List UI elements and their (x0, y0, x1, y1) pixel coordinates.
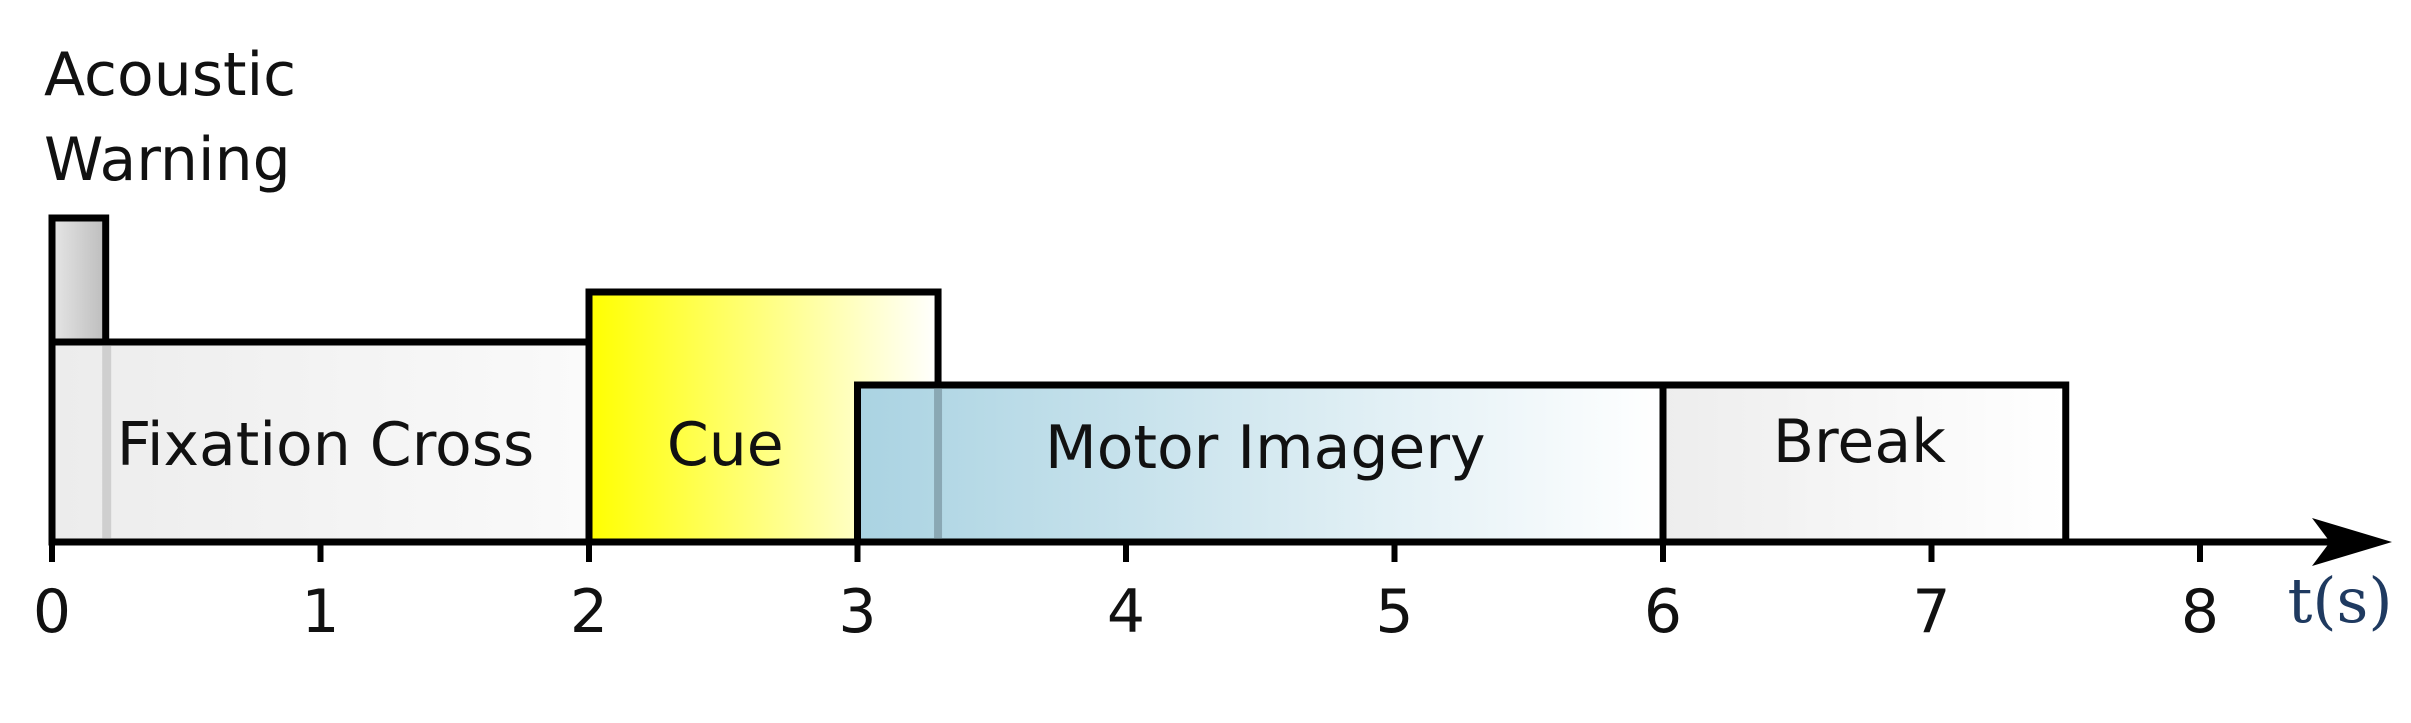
acoustic-warning-marker (48, 214, 110, 346)
break-label: Break (1773, 407, 1946, 477)
fixation-cross-label: Fixation Cross (117, 410, 535, 480)
time-axis-arrowhead (2312, 518, 2392, 566)
fixation-cross-segment (48, 338, 593, 546)
tick-label: 4 (1107, 577, 1145, 647)
tick-label: 0 (33, 577, 71, 647)
motor-imagery-label: Motor Imagery (1045, 413, 1486, 483)
time-axis-tick-labels: 0 1 2 3 4 5 6 7 8 (33, 577, 2219, 647)
acoustic-warning-label-line1: Acoustic (44, 40, 296, 110)
tick-label: 6 (1644, 577, 1682, 647)
tick-label: 3 (838, 577, 876, 647)
time-unit-label: t(s) (2287, 564, 2392, 637)
tick-label: 1 (301, 577, 339, 647)
tick-label: 2 (570, 577, 608, 647)
tick-label: 7 (1912, 577, 1950, 647)
cue-label: Cue (667, 410, 784, 480)
acoustic-warning-label-line2: Warning (44, 125, 291, 195)
break-segment (1659, 381, 2070, 546)
tick-label: 8 (2181, 577, 2219, 647)
tick-label: 5 (1375, 577, 1413, 647)
time-axis-ticks (49, 542, 2203, 562)
